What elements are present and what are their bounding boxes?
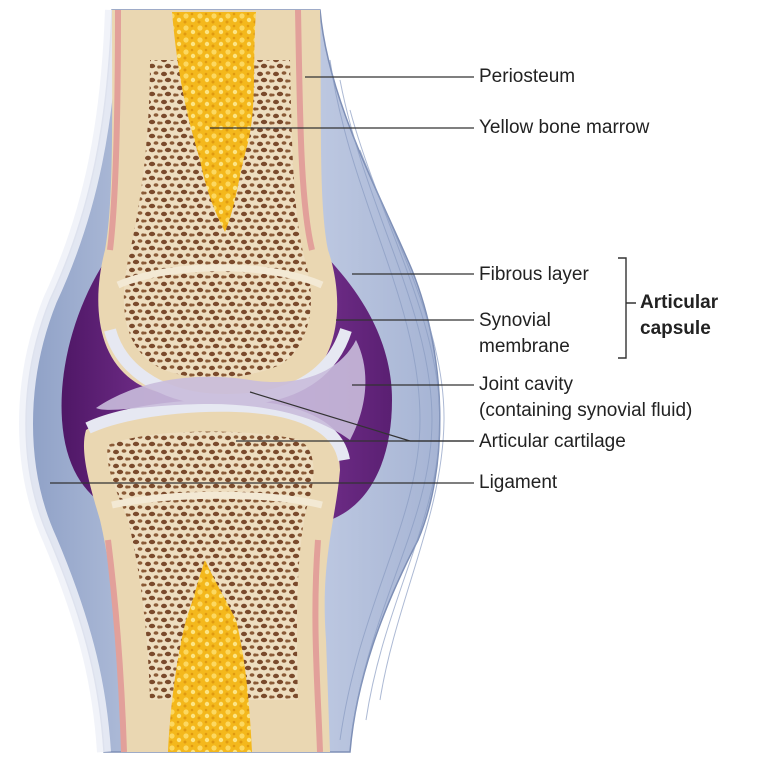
label-synovial-line1: Synovial (479, 310, 551, 332)
label-articular-capsule-line1: Articular (640, 292, 718, 314)
label-joint-cavity-line2: (containing synovial fluid) (479, 400, 692, 422)
label-articular-capsule-line2: capsule (640, 318, 711, 340)
label-synovial-line2: membrane (479, 336, 570, 358)
label-periosteum: Periosteum (479, 66, 575, 88)
label-joint-cavity-line1: Joint cavity (479, 374, 573, 396)
label-fibrous-layer: Fibrous layer (479, 264, 589, 286)
label-ligament: Ligament (479, 472, 557, 494)
label-yellow-bone-marrow: Yellow bone marrow (479, 117, 649, 139)
articular-capsule-bracket (618, 258, 636, 358)
label-articular-cartilage: Articular cartilage (479, 431, 626, 453)
